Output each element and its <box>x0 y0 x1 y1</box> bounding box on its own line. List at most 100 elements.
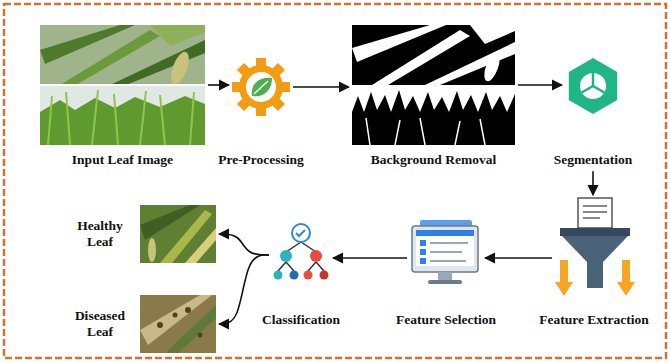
tree-leaf <box>320 271 329 280</box>
tree-leaf <box>274 271 283 280</box>
arrow-tip <box>617 282 635 296</box>
step-label: Healthy Leaf <box>68 218 132 250</box>
healthy-photo <box>140 205 216 263</box>
grass-blade <box>48 96 52 145</box>
disease-spot <box>185 307 191 313</box>
mask-blade <box>395 120 400 145</box>
leaf-blade <box>165 305 216 353</box>
monitor-base <box>428 280 462 284</box>
list-line <box>430 251 462 253</box>
mask-blade <box>420 118 425 145</box>
screen-header <box>416 230 474 236</box>
hexagon <box>569 58 617 114</box>
leaf-vein <box>254 81 268 94</box>
mask-leaf <box>470 25 515 44</box>
document-line <box>583 205 607 207</box>
tree-leaf <box>304 271 313 280</box>
step-node: Classification <box>272 222 330 280</box>
monitor-body <box>412 226 478 272</box>
mask-blade <box>455 121 460 145</box>
field <box>40 96 205 145</box>
grass-blade <box>66 92 70 145</box>
grass-blade <box>160 95 165 145</box>
disease-spot <box>173 313 178 318</box>
document-line <box>583 217 600 219</box>
photo-divider <box>40 84 205 86</box>
leaf-blade <box>150 25 205 46</box>
wheat-spike <box>148 238 156 262</box>
pie-dividers <box>582 73 605 93</box>
flow-arrow <box>219 255 269 324</box>
arrow-tip <box>555 282 573 296</box>
check-box <box>420 258 426 264</box>
list-line <box>430 260 466 262</box>
funnel-icon <box>555 198 635 296</box>
tree-node <box>280 250 292 262</box>
flow-arrow <box>219 234 269 255</box>
step-node: Feature Extraction <box>555 198 633 298</box>
step-label: Input Leaf Image <box>72 152 173 168</box>
flow-arrow <box>333 257 407 259</box>
grass-blade <box>92 90 98 145</box>
grass-blade <box>190 92 194 145</box>
root-node <box>292 224 310 242</box>
tree-link <box>316 262 324 271</box>
flow-arrow <box>208 84 229 86</box>
mask-blade <box>366 118 370 145</box>
monitor-icon <box>412 220 478 284</box>
step-label: Segmentation <box>554 152 633 168</box>
hexagon-icon <box>569 58 617 114</box>
funnel-rim <box>560 228 630 236</box>
gear-body <box>239 65 283 109</box>
tree-links <box>278 242 324 271</box>
leaf-blade <box>110 40 205 85</box>
step-node: Input Leaf Image <box>40 25 205 145</box>
step-label: Classification <box>262 312 340 328</box>
mask-field <box>352 90 515 145</box>
mask-leaf <box>425 42 515 85</box>
step-node: Healthy Leaf <box>140 205 216 263</box>
photo-sky <box>40 85 205 145</box>
step-node: Pre-Processing <box>232 58 290 116</box>
mask-blades <box>366 118 485 145</box>
mask-blade <box>480 119 485 145</box>
list-line <box>430 242 468 244</box>
pie-circle <box>580 73 606 99</box>
document <box>578 198 612 228</box>
document-line <box>583 211 607 213</box>
mask-spike <box>481 51 503 83</box>
flow-arrow <box>592 171 594 195</box>
arrow-shaft <box>560 260 568 282</box>
check-box <box>420 240 426 246</box>
tree-icon <box>274 224 329 280</box>
gear-hole <box>246 72 276 102</box>
tree-node <box>310 250 322 262</box>
disease-spot <box>157 322 163 328</box>
tree-leaf <box>290 271 299 280</box>
monitor-stand <box>438 272 452 280</box>
tree-link <box>308 262 316 271</box>
mask-ground <box>352 25 515 85</box>
wheat-spike <box>168 50 193 87</box>
photo-ground <box>140 295 216 353</box>
leaf-blade <box>160 210 212 263</box>
step-node: Diseased Leaf <box>140 295 216 353</box>
pie-divider <box>582 86 593 93</box>
grass-blades <box>48 90 194 145</box>
leaf-symbol <box>252 78 272 97</box>
flow-arrow <box>293 86 349 88</box>
leaf-photo <box>40 25 205 145</box>
step-label: Diseased Leaf <box>68 308 132 340</box>
grass-blade <box>114 94 118 145</box>
step-node: Background Removal <box>352 25 515 145</box>
step-node: Feature Selection <box>410 220 482 292</box>
pie-divider <box>592 73 595 86</box>
photo-ground <box>140 205 216 263</box>
step-label: Pre-Processing <box>218 152 304 168</box>
tree-link <box>286 262 294 271</box>
monitor-screen <box>416 230 474 266</box>
flow-arrow <box>485 257 552 259</box>
step-label: Background Removal <box>371 152 496 168</box>
